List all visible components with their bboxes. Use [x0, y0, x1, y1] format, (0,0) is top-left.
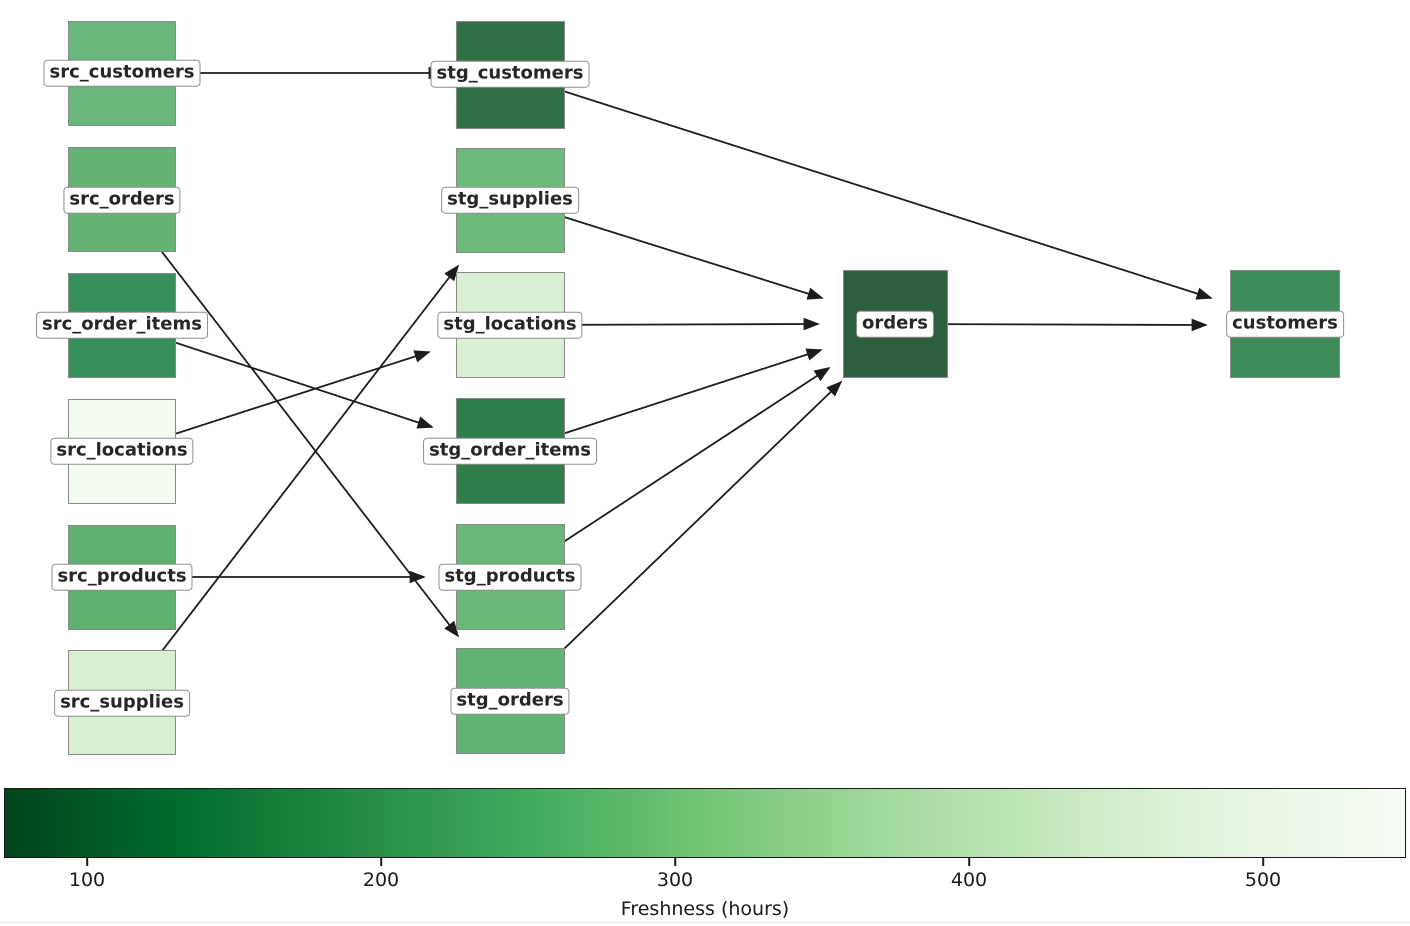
colorbar-tickmark-200 [380, 858, 382, 866]
edge-src_supplies-to-stg_supplies [121, 264, 460, 704]
colorbar-tick-label-500: 500 [1244, 869, 1282, 891]
node-label-orders: orders [856, 310, 934, 338]
node-label-stg_customers: stg_customers [430, 60, 590, 88]
node-label-src_supplies: src_supplies [54, 689, 190, 717]
edge-stg_customers-to-customers [509, 73, 1213, 300]
edge-stg_orders-to-orders [509, 380, 843, 702]
node-label-stg_supplies: stg_supplies [441, 186, 579, 214]
node-label-stg_order_items: stg_order_items [423, 437, 597, 465]
freshness-colorbar [4, 788, 1406, 858]
node-label-stg_locations: stg_locations [437, 311, 583, 339]
figure-bottom-edge [0, 922, 1410, 923]
colorbar-tickmark-400 [968, 858, 970, 866]
colorbar-tick-label-100: 100 [68, 869, 106, 891]
node-label-src_order_items: src_order_items [36, 311, 208, 339]
colorbar-tickmark-100 [86, 858, 88, 866]
colorbar-tick-label-300: 300 [656, 869, 694, 891]
colorbar-title: Freshness (hours) [620, 898, 790, 920]
node-label-src_orders: src_orders [63, 186, 181, 214]
edge-src_orders-to-stg_orders [121, 199, 460, 638]
node-label-src_locations: src_locations [50, 437, 194, 465]
colorbar-tickmark-500 [1262, 858, 1264, 866]
node-label-src_customers: src_customers [43, 59, 201, 87]
colorbar-tick-label-200: 200 [362, 869, 400, 891]
node-label-customers: customers [1226, 310, 1344, 338]
node-label-src_products: src_products [51, 563, 193, 591]
colorbar-tickmark-300 [674, 858, 676, 866]
node-label-stg_products: stg_products [438, 563, 582, 591]
node-label-stg_orders: stg_orders [450, 687, 570, 715]
colorbar-tick-label-400: 400 [950, 869, 988, 891]
